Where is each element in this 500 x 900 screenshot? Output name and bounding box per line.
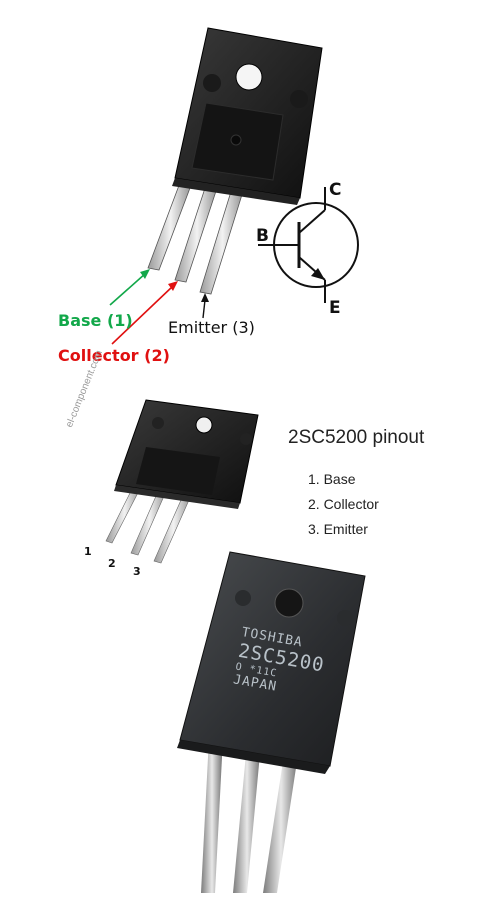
collector-arrow (111, 281, 178, 345)
symbol-base-letter: B (256, 226, 269, 246)
npn-transistor-symbol (258, 187, 359, 303)
emitter-pin-label: Emitter (3) (168, 318, 255, 337)
small-package-drawing (105, 399, 259, 564)
package-drawing (109, 27, 359, 345)
package-leads (147, 179, 246, 295)
transistor-photo (177, 551, 366, 893)
small-package-leads (105, 482, 194, 564)
base-arrow (109, 269, 150, 306)
pinout-item-collector: 2. Collector (308, 496, 379, 512)
pin-number-1: 1 (84, 545, 92, 558)
emitter-arrow (201, 293, 209, 319)
symbol-collector-letter: C (329, 180, 342, 200)
pinout-list: 1. Base 2. Collector 3. Emitter (308, 470, 379, 545)
pinout-title: 2SC5200 pinout (288, 427, 425, 448)
pinout-item-base: 1. Base (308, 471, 356, 487)
collector-pin-label: Collector (2) (58, 346, 170, 365)
base-pin-label: Base (1) (58, 311, 133, 330)
pinout-item-emitter: 3. Emitter (308, 521, 368, 537)
small-package-body (114, 399, 259, 509)
photo-body (177, 551, 366, 774)
symbol-emitter-letter: E (329, 298, 341, 318)
package-body (172, 27, 323, 205)
pin-number-2: 2 (108, 557, 116, 570)
pin-number-3: 3 (133, 565, 141, 578)
